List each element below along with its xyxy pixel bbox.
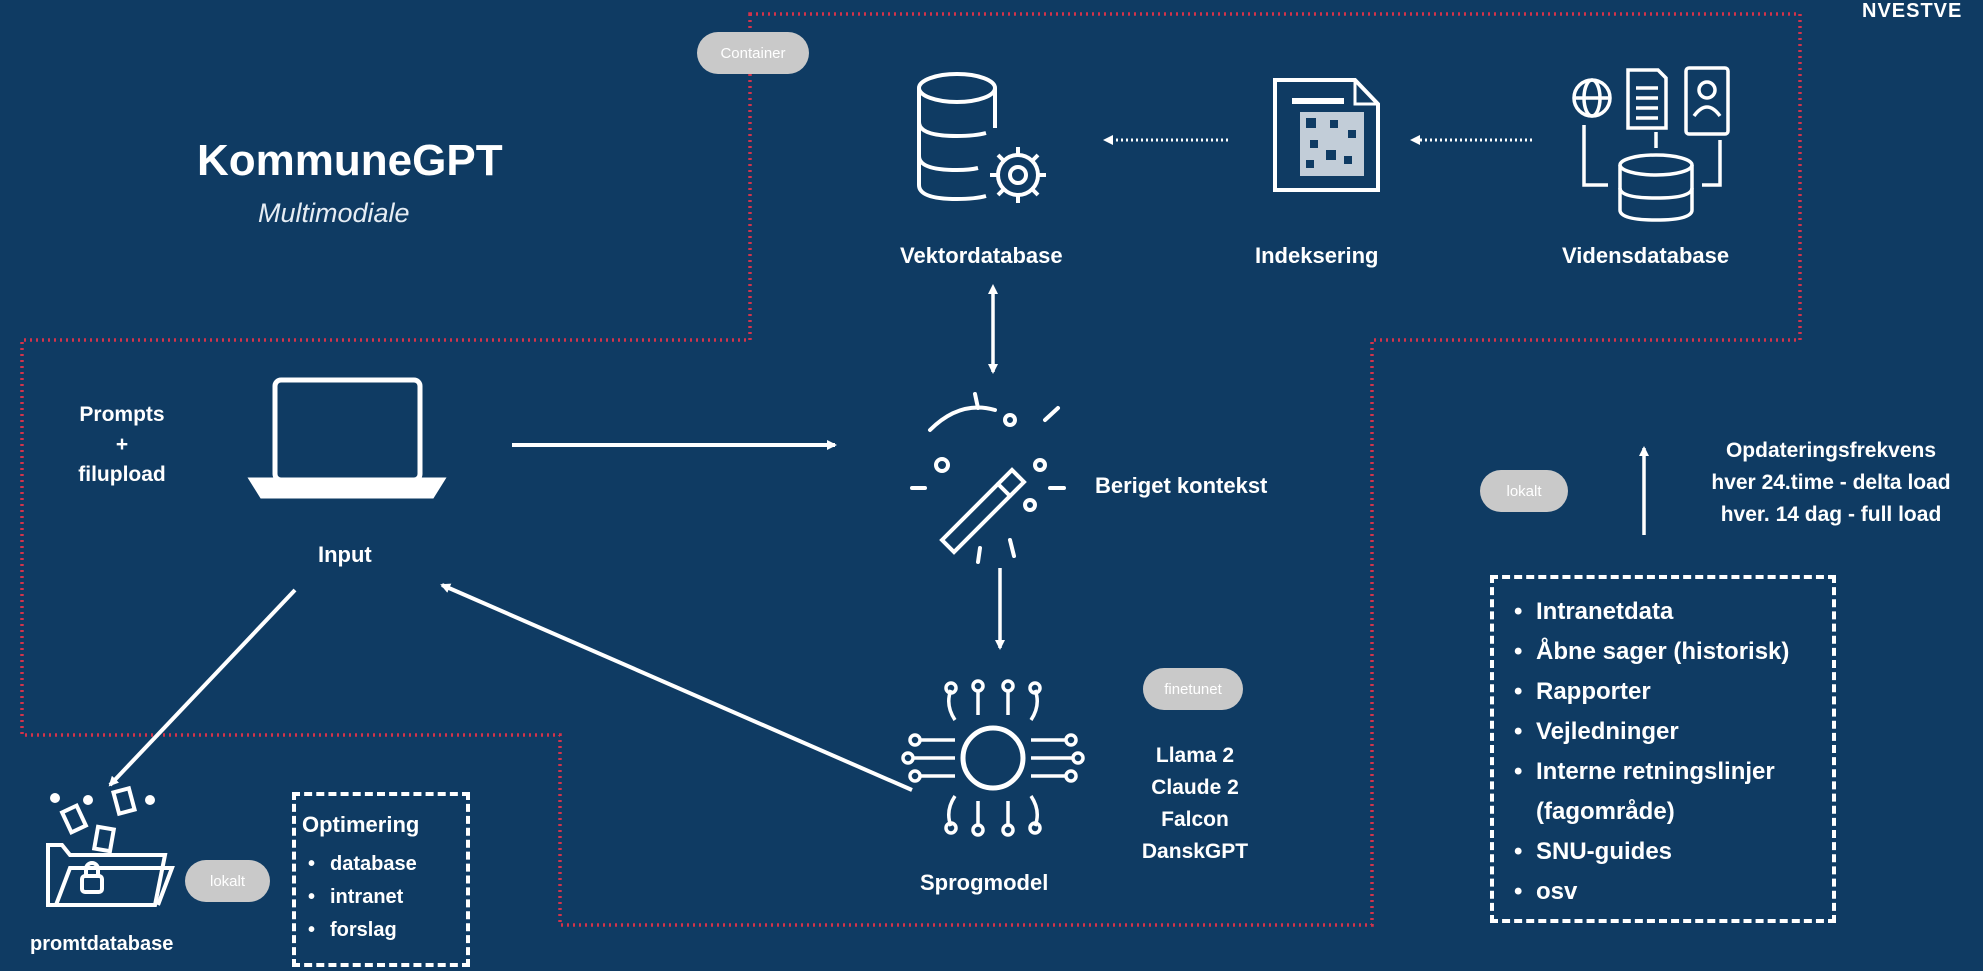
source-item: Vejledninger <box>1510 712 1789 752</box>
optimering-box <box>292 792 470 967</box>
brand-logo: NVESTVE <box>1862 0 1963 22</box>
lokalt-pill-right: lokalt <box>1480 470 1568 512</box>
label-promtdatabase: promtdatabase <box>30 933 174 955</box>
label-sprogmodel: Sprogmodel <box>920 870 1049 895</box>
sources-list: Intranetdata Åbne sager (historisk) Rapp… <box>1510 592 1789 912</box>
optimering-list: database intranet forslag <box>304 848 417 947</box>
page-title: KommuneGPT <box>197 136 503 185</box>
ai-chip-icon <box>901 679 1085 837</box>
model-item: Falcon <box>1161 808 1229 831</box>
container-boundary <box>20 12 1802 927</box>
source-item: Interne retningslinjer <box>1510 752 1789 792</box>
source-item: SNU-guides <box>1510 832 1789 872</box>
model-item: Llama 2 <box>1155 744 1235 767</box>
update-title: Opdateringsfrekvens <box>1725 439 1937 462</box>
container-pill: Container <box>697 32 809 74</box>
source-item-continued: (fagområde) <box>1536 798 1675 825</box>
prompts-line-1: Prompts <box>79 403 165 426</box>
magic-wand-icon <box>910 392 1066 564</box>
folder-lock-icon <box>46 785 175 907</box>
prompts-label: Prompts + filupload <box>62 400 182 490</box>
laptop-icon <box>247 377 447 499</box>
prompts-line-3: filupload <box>78 463 166 486</box>
lokalt-pill-left: lokalt <box>185 860 270 902</box>
optimering-title: Optimering <box>302 812 420 837</box>
update-frequency: Opdateringsfrekvens hver 24.time - delta… <box>1690 435 1972 531</box>
optimering-item: intranet <box>304 881 417 914</box>
optimering-item: forslag <box>304 914 417 947</box>
update-line-2: hver. 14 dag - full load <box>1720 503 1942 526</box>
source-item: Intranetdata <box>1510 592 1789 632</box>
source-item: Åbne sager (historisk) <box>1510 632 1789 672</box>
optimering-item: database <box>304 848 417 881</box>
label-indeksering: Indeksering <box>1255 243 1379 268</box>
label-vidensdatabase: Vidensdatabase <box>1562 243 1730 268</box>
models-list: Llama 2 Claude 2 Falcon DanskGPT <box>1115 740 1275 868</box>
page-subtitle: Multimodiale <box>258 198 410 228</box>
finetunet-pill: finetunet <box>1143 668 1243 710</box>
document-barcode-icon <box>1273 78 1380 192</box>
model-item: DanskGPT <box>1141 840 1249 863</box>
prompts-line-2: + <box>115 433 129 456</box>
arrow-input-to-promtdatabase <box>108 588 297 787</box>
update-line-1: hver 24.time - delta load <box>1711 471 1951 494</box>
knowledge-sources-icon <box>1572 66 1730 222</box>
source-item: osv <box>1510 872 1789 912</box>
database-gear-icon <box>917 72 1046 203</box>
label-input: Input <box>318 542 372 567</box>
model-item: Claude 2 <box>1151 776 1239 799</box>
label-vektordatabase: Vektordatabase <box>900 243 1063 268</box>
arrow-sprogmodel-to-input <box>440 583 913 792</box>
label-beriget-kontekst: Beriget kontekst <box>1095 473 1268 498</box>
source-item: Rapporter <box>1510 672 1789 712</box>
sources-box <box>1490 575 1836 923</box>
